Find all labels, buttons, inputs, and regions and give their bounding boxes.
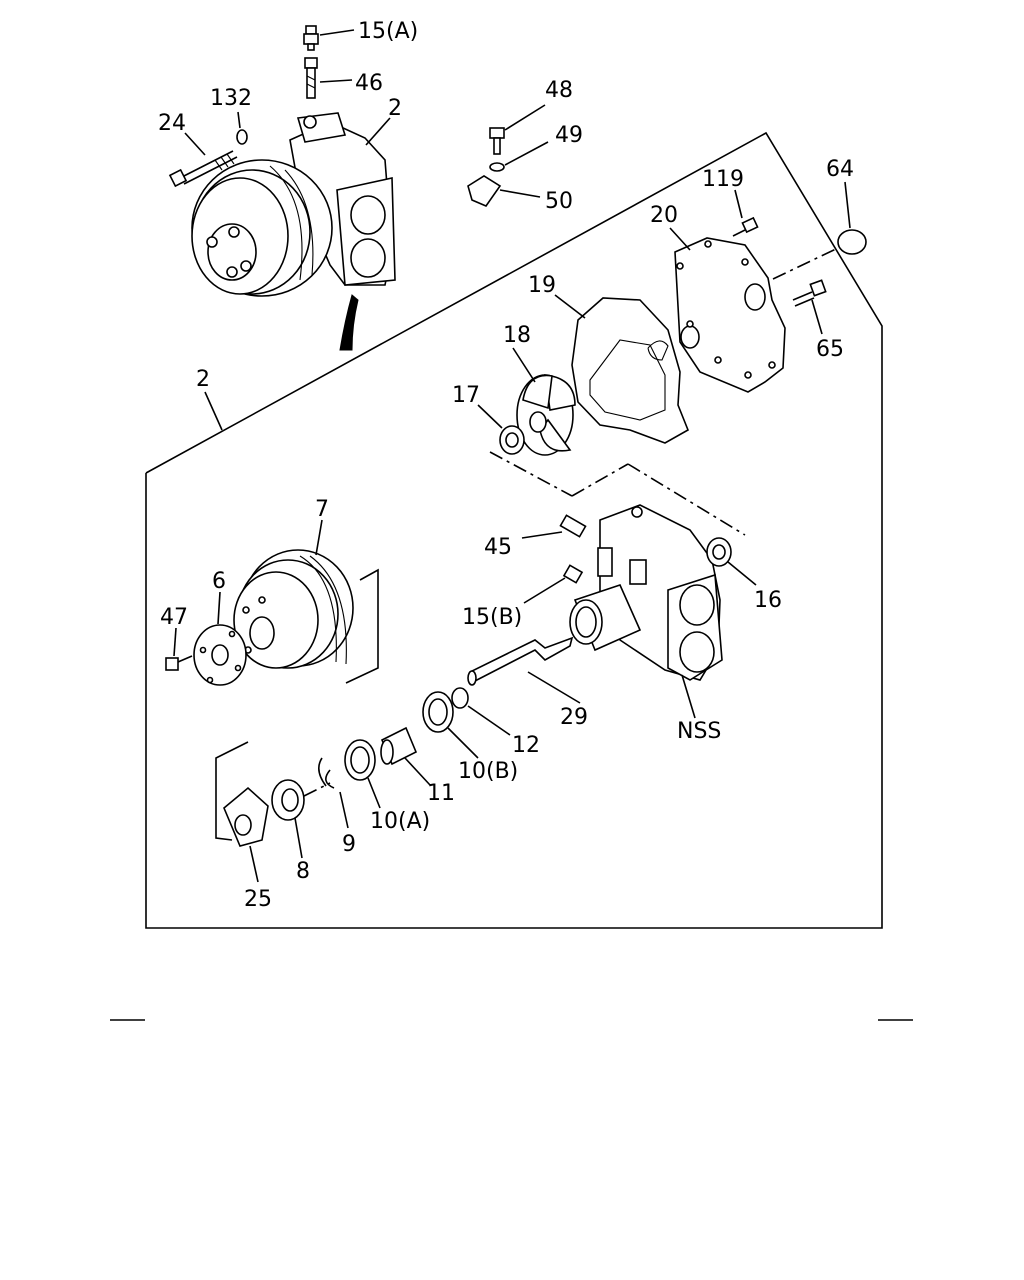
bearing-16	[706, 537, 732, 567]
bolt-24	[168, 150, 238, 188]
label-15a: 15(A)	[358, 19, 418, 44]
flange-25	[223, 786, 269, 847]
pulley-7	[233, 549, 379, 684]
label-47: 47	[160, 605, 188, 630]
shaft-29	[467, 636, 574, 686]
seal-8	[271, 779, 305, 821]
label-19: 19	[528, 273, 556, 298]
assembly-frame	[145, 131, 883, 929]
label-2-top: 2	[388, 96, 402, 121]
impeller-18	[516, 374, 576, 456]
label-49: 49	[555, 123, 583, 148]
nipple-15a	[303, 25, 319, 51]
cover-plate-20	[674, 237, 786, 393]
hub-6	[193, 624, 247, 686]
gasket-19	[571, 297, 690, 444]
label-18: 18	[503, 323, 531, 348]
label-9: 9	[342, 832, 356, 857]
label-12: 12	[512, 733, 540, 758]
label-nss: NSS	[677, 719, 721, 744]
label-45: 45	[484, 535, 512, 560]
o-ring-64	[837, 229, 867, 255]
label-2: 2	[196, 367, 210, 392]
label-24: 24	[158, 111, 186, 136]
label-15b: 15(B)	[462, 605, 522, 630]
stud-46	[304, 57, 318, 99]
spacer-11	[380, 726, 418, 766]
label-16: 16	[754, 588, 782, 613]
washer-49	[489, 162, 505, 172]
label-8: 8	[296, 859, 310, 884]
label-46: 46	[355, 71, 383, 96]
label-17: 17	[452, 383, 480, 408]
bearing-10a	[344, 739, 376, 781]
label-25: 25	[244, 887, 272, 912]
label-65: 65	[816, 337, 844, 362]
bolt-48	[489, 127, 505, 155]
washer-12	[451, 687, 469, 709]
label-6: 6	[212, 569, 226, 594]
label-10a: 10(A)	[370, 809, 430, 834]
label-48: 48	[545, 78, 573, 103]
label-20: 20	[650, 203, 678, 228]
pump-body	[569, 504, 723, 681]
bolt-47	[165, 655, 193, 671]
nipple-45	[559, 514, 587, 538]
label-50: 50	[545, 189, 573, 214]
washer-132	[236, 129, 248, 145]
bearing-10b	[422, 691, 454, 733]
assembled-water-pump	[191, 112, 396, 351]
snap-ring-9	[318, 757, 335, 789]
label-119: 119	[702, 167, 744, 192]
bolt-65	[792, 279, 827, 307]
label-64: 64	[826, 157, 854, 182]
label-10b: 10(B)	[458, 759, 518, 784]
clip-50	[467, 175, 502, 207]
leader-lines	[173, 29, 851, 883]
label-132: 132	[210, 86, 252, 111]
label-11: 11	[427, 781, 455, 806]
label-7: 7	[315, 497, 329, 522]
nipple-15b	[562, 564, 584, 584]
bolt-119	[732, 216, 759, 237]
label-29: 29	[560, 705, 588, 730]
seal-17	[499, 425, 525, 455]
